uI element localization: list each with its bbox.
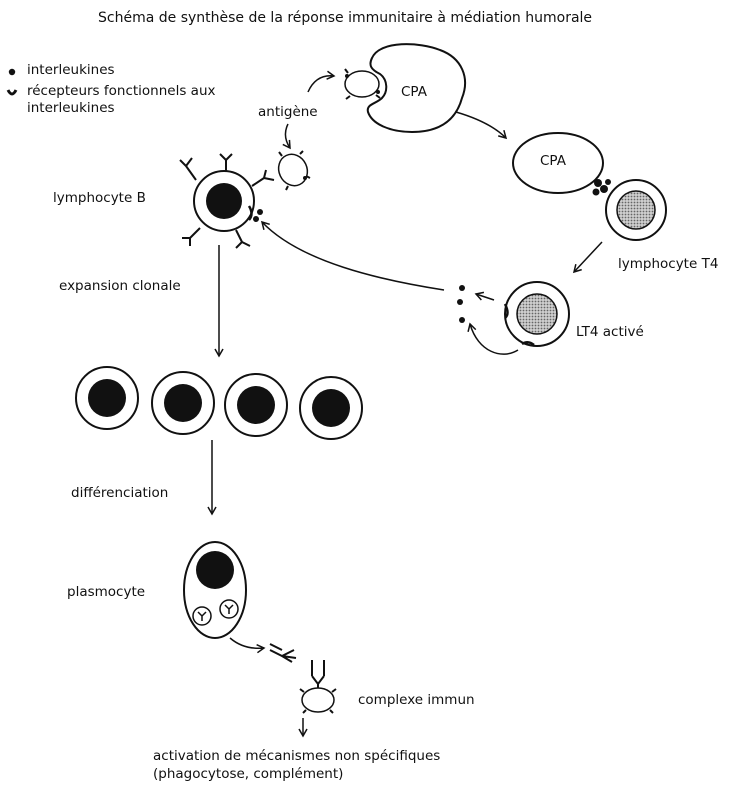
interleukin-dots	[457, 285, 465, 323]
expansion-clonale-label: expansion clonale	[59, 278, 181, 294]
arrow-antibody-secretion	[229, 637, 266, 654]
free-antibody-icon	[269, 643, 297, 663]
differenciation-label: différenciation	[71, 485, 169, 501]
clone-cell-4	[299, 376, 363, 440]
cpa-top-cell	[366, 43, 466, 134]
clonal-cells	[75, 366, 363, 440]
arrow-to-cpa	[307, 70, 336, 93]
cpa-t4-synapse	[592, 179, 611, 196]
legend-interleukin-dot-icon	[8, 68, 16, 76]
plasmocyte-label: plasmocyte	[67, 584, 146, 600]
antigen-on-cpa	[344, 68, 381, 100]
clone-cell-1	[75, 366, 139, 430]
cpa-top-label: CPA	[401, 84, 427, 100]
activation-label-line1: activation de mécanismes non spécifiques	[153, 748, 441, 764]
lt4-activated-cell	[503, 281, 570, 347]
diagram-title: Schéma de synthèse de la réponse immunit…	[98, 10, 593, 26]
clone-cell-2	[151, 371, 215, 435]
lymphocyte-t4-cell	[605, 179, 667, 241]
arrow-interleukins-to-lymphocyte-b	[260, 220, 445, 291]
arrow-autocrine-loop	[467, 322, 519, 355]
clone-cell-3	[224, 373, 288, 437]
cpa-mid-cell	[512, 132, 604, 194]
plasmocyte-cell	[183, 541, 247, 639]
lymphocyte-b-cell	[179, 153, 275, 249]
antigen-on-lymphocyte-b	[277, 150, 311, 191]
lt4-active-label: LT4 activé	[576, 324, 644, 340]
antigene-label: antigène	[258, 104, 318, 120]
activation-label-line2: (phagocytose, complément)	[153, 766, 344, 782]
complexe-immun-label: complexe immun	[358, 692, 475, 708]
lymphocyte-t4-label: lymphocyte T4	[618, 256, 719, 272]
arrow-antigen-to-b	[282, 123, 291, 150]
lymphocyte-b-label: lymphocyte B	[53, 190, 146, 206]
legend-interleukines-label: interleukines	[27, 62, 115, 78]
cpa-mid-label: CPA	[540, 153, 566, 169]
immune-complex	[299, 660, 337, 714]
legend-recepteurs-label: récepteurs fonctionnels aux interleukine…	[27, 83, 216, 116]
arrow-lt4-to-interleukins	[474, 291, 495, 301]
arrow-t4-to-lt4	[572, 241, 603, 274]
arrow-cpa-to-cpa	[455, 111, 508, 140]
legend-receptor-icon	[6, 89, 18, 96]
